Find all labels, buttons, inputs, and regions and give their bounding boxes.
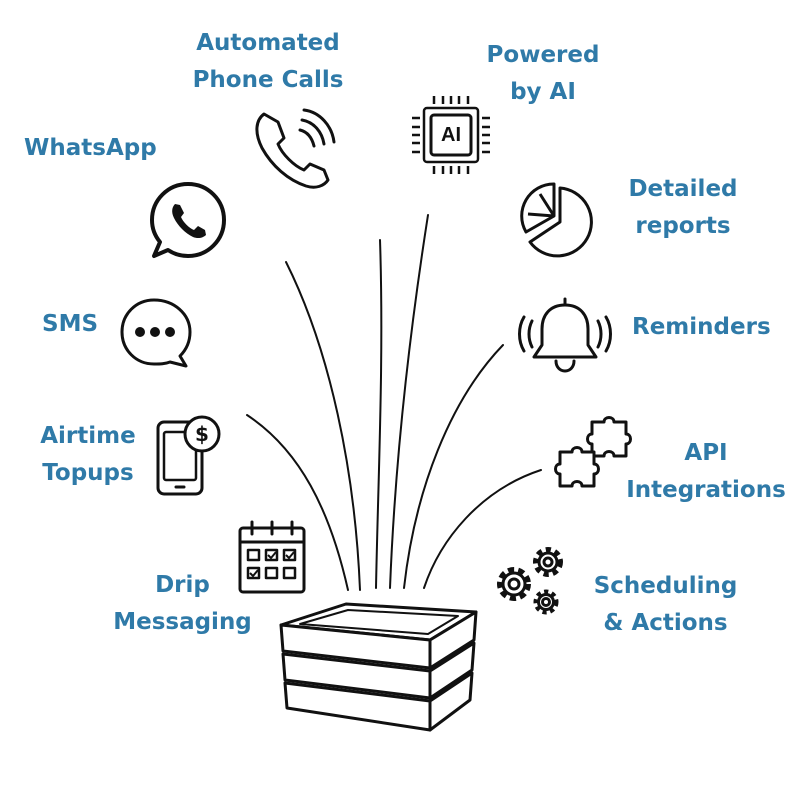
pie-chart-icon (520, 182, 593, 258)
dollar-sign: $ (195, 422, 209, 446)
curve-center (375, 239, 383, 589)
puzzle-icon (554, 416, 632, 488)
curve-ai (389, 214, 429, 589)
sms-chat-icon (120, 298, 192, 368)
label-whatsapp: WhatsApp (24, 135, 157, 161)
label-airtime-topups: Airtime Topups (40, 423, 136, 486)
ai-chip-text: AI (441, 124, 461, 146)
label-detailed-reports: Detailed reports (628, 176, 738, 239)
bell-icon (518, 297, 612, 373)
curve-airtime (246, 414, 349, 591)
calendar-icon (238, 520, 306, 594)
label-powered-by-ai: Powered by AI (486, 42, 600, 105)
curve-phone (285, 261, 361, 591)
ai-chip-icon: AI (410, 94, 492, 176)
label-drip-messaging: Drip Messaging (113, 572, 252, 635)
curve-api (423, 469, 542, 589)
label-sms: SMS (42, 311, 99, 337)
crate-icon (279, 602, 478, 732)
label-scheduling-actions: Scheduling & Actions (593, 573, 738, 636)
gears-icon (497, 547, 563, 615)
label-api-integrations: API Integrations (626, 440, 786, 503)
mobile-topup-icon: $ (152, 414, 227, 498)
curve-reminders (403, 344, 504, 589)
phone-icon (255, 108, 336, 189)
label-automated-phone-calls: Automated Phone Calls (192, 30, 344, 93)
whatsapp-icon (150, 182, 226, 258)
label-reminders: Reminders (632, 314, 771, 340)
